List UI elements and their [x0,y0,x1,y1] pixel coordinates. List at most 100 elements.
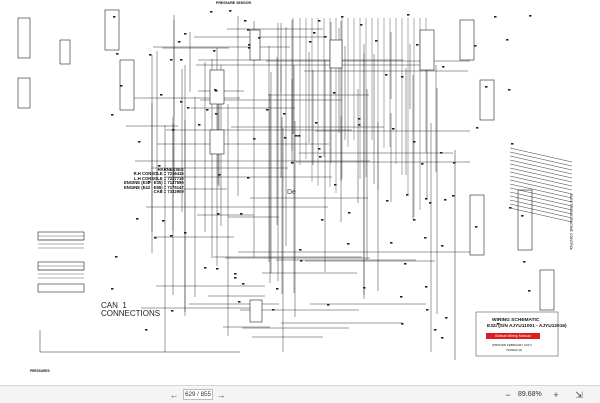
zoom-out-button[interactable]: − [502,389,514,401]
connector-pin [214,89,217,91]
document-number: 7220622 (0) [506,348,523,352]
connector-block [249,299,263,323]
connector-pin [160,94,163,96]
connector-block [539,269,555,311]
connector-pin [172,129,175,131]
connector-pin [171,310,174,312]
corner-label: PRESSURES [30,369,50,373]
wire [509,171,573,187]
connector-pin [309,41,312,43]
wire [509,187,573,203]
connector-pin [474,45,477,47]
connector-pin [247,177,250,179]
page-number-input[interactable]: 629 / 855 [183,389,213,400]
arrow-right-icon: → [216,390,226,400]
connector-pin [299,249,302,251]
wire [509,195,573,211]
connector-pin [413,219,416,221]
connector-pin [426,309,429,311]
connector-pin [234,273,237,275]
connector-pin [441,337,444,339]
wire [509,207,573,223]
wire [509,167,573,183]
connector-pin [234,277,237,279]
connector-pin [184,232,187,234]
connector-pin [204,267,207,269]
connector-pin [111,114,114,116]
connector-pin [421,163,424,165]
connector-pin [444,199,447,201]
connector-block [104,9,120,51]
connector-pin [180,59,183,61]
wire [509,199,573,215]
wire [509,159,573,175]
connector-pin [215,90,218,92]
connector-pin [334,184,337,186]
schematic-serial-range: E32i (S/N AJYU11001 - AJYU12016) [487,324,567,329]
connector-pin [390,242,393,244]
wire [509,191,573,207]
connector-pin [145,329,148,331]
connector-pin [392,128,395,130]
connector-pin [509,207,512,209]
wire [509,155,573,171]
connector-block [479,79,495,121]
connector-pin [276,288,279,290]
zoom-level[interactable]: 89.68% [518,391,542,398]
wire [509,163,573,179]
connector-pin [229,10,232,12]
connector-pin [111,288,114,290]
connector-pin [248,44,251,46]
connector-pin [441,245,444,247]
connector-pin [485,86,488,88]
connector-block [59,39,71,65]
schematic-title: WIRING SCHEMATIC [492,318,540,323]
connector-pin [400,296,403,298]
connector-pin [358,118,361,120]
connector-pin [333,92,336,94]
connector-pin [136,218,139,220]
connector-pin [442,66,445,68]
connector-pin [242,283,245,285]
connector-pin [327,304,330,306]
zoom-in-button[interactable]: + [550,389,562,401]
wire [509,203,573,219]
connector-block [209,69,225,105]
connector-pin [218,174,221,176]
connector-pin [404,263,407,265]
connector-pin [215,113,218,115]
connector-pin [115,256,118,258]
connector-pin [213,50,216,52]
connector-block [419,29,435,71]
connector-pin [401,76,404,78]
connector-pin [385,74,388,76]
connector-pin [416,44,419,46]
connector-pin [347,243,350,245]
connector-block [209,129,225,155]
connector-pin [158,165,161,167]
connector-pin [319,156,322,158]
connector-pin [184,33,187,35]
connector-pin [116,53,119,55]
connector-pin [318,148,321,150]
connector-block [469,194,485,256]
connector-pin [315,122,318,124]
connector-pin [244,20,247,22]
connector-pin [321,219,324,221]
connector-pin [170,235,173,237]
connector-pin [300,260,303,262]
connector-pin [217,213,220,215]
connector-pin [238,301,241,303]
connector-pin [291,162,294,164]
connector-pin [429,202,432,204]
next-page-button[interactable]: → [215,389,227,401]
connector-pin [198,124,201,126]
connector-pin [406,194,409,196]
fit-to-width-button[interactable]: ⇲ [572,389,586,401]
title-block-frame [475,311,559,357]
connector-pin [425,286,428,288]
previous-page-button[interactable]: ← [168,389,180,401]
fit-to-width-icon: ⇲ [575,389,583,400]
connector-pin [295,135,298,137]
connector-pin [528,290,531,292]
